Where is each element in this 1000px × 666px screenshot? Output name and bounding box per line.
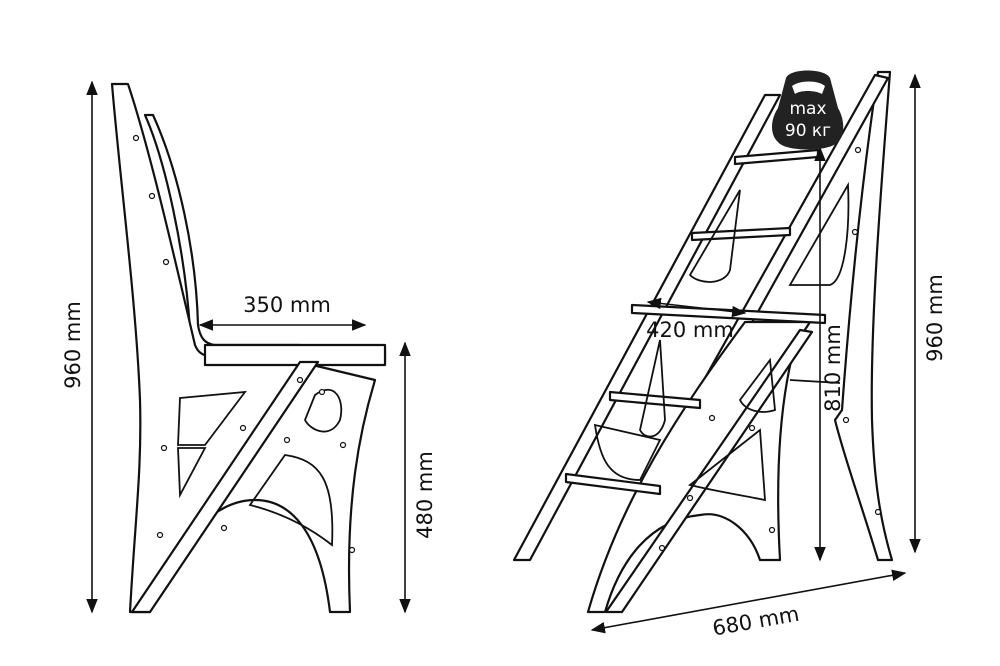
ladder-cutout-6 <box>593 423 662 481</box>
ladder-step-width-label: 420 mm <box>646 318 734 342</box>
chair-drawing <box>110 82 387 614</box>
ladder-screw-holes <box>658 146 882 552</box>
chair-cutout-2 <box>177 447 207 499</box>
ladder-step-5 <box>564 472 662 496</box>
chair-seat <box>203 343 387 367</box>
ladder-cutout-2 <box>788 181 850 286</box>
ladder-cutout-4 <box>738 357 776 413</box>
chair-front-diagonal <box>130 360 320 614</box>
ladder-drawing <box>512 70 894 614</box>
max-load-line2: 90 кг <box>785 121 831 141</box>
chair-seat-height-label: 480 mm <box>413 451 437 539</box>
chair-cutout-4 <box>248 454 334 547</box>
ladder-cutout-3 <box>639 339 666 438</box>
ladder-step-2 <box>690 226 792 242</box>
chair-height-label: 960 mm <box>61 301 85 389</box>
ladder-height-label: 960 mm <box>923 274 947 362</box>
ladder-step-height-label: 810 mm <box>821 324 845 412</box>
chair-seat-depth-label: 350 mm <box>243 293 331 317</box>
ladder-back-rail <box>512 93 782 562</box>
max-load-kettlebell-icon: max 90 кг <box>772 70 844 150</box>
ladder-step-4 <box>608 390 702 410</box>
max-load-line1: max <box>789 99 826 119</box>
ladder-step-width-arrow <box>646 297 747 318</box>
chair-screw-holes <box>132 134 356 554</box>
chair-cutout-1 <box>177 390 247 446</box>
ladder-depth-arrow <box>590 569 907 634</box>
chair-cutout-3 <box>304 388 343 433</box>
ladder-rear-rail <box>833 70 894 562</box>
ladder-cutout-1 <box>688 189 741 283</box>
ladder-depth-label: 680 mm <box>711 602 802 641</box>
ladder-cutout-5 <box>687 428 766 502</box>
